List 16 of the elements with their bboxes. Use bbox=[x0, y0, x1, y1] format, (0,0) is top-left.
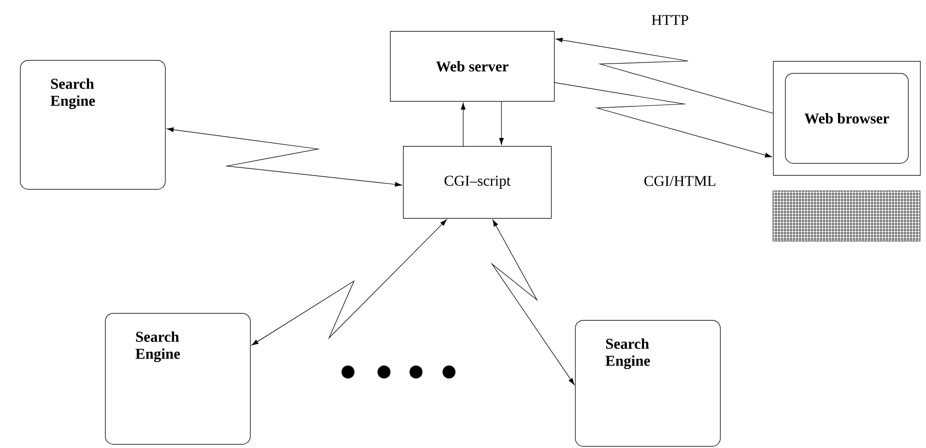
arrow bbox=[252, 219, 447, 346]
arrow bbox=[556, 38, 774, 114]
arrow bbox=[166, 127, 402, 187]
search-engine-box: Search Engine bbox=[105, 313, 251, 445]
edge-label: CGI/HTML bbox=[644, 176, 716, 186]
server-box: Web server bbox=[390, 31, 555, 102]
search-engine-box: Search Engine bbox=[575, 320, 721, 447]
script-box: CGI–script bbox=[403, 146, 552, 219]
monitor-screen bbox=[773, 61, 921, 176]
arrow bbox=[490, 220, 574, 385]
arrow bbox=[554, 82, 772, 158]
arrow bbox=[460, 102, 466, 146]
browser-window: Web browser bbox=[785, 73, 909, 164]
edge-label: HTTP bbox=[652, 15, 688, 25]
arrow bbox=[499, 101, 504, 145]
search-engine-box: Search Engine bbox=[20, 60, 166, 190]
